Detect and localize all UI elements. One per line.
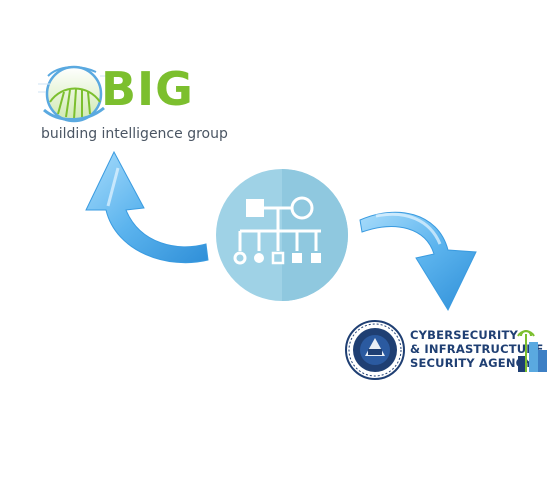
cisa-skyline-icon — [517, 330, 547, 372]
cisa-seal-icon — [345, 320, 405, 380]
cisa-line-3: SECURITY AGENCY — [410, 356, 533, 370]
cisa-line-2: & INFRASTRUCTURE — [410, 342, 544, 356]
family-tree-icon — [216, 169, 348, 301]
cisa-wordmark: CYBERSECURITY & INFRASTRUCTURE SECURITY … — [410, 328, 543, 370]
arrow-up-left-icon — [85, 150, 209, 264]
cisa-line-1: CYBERSECURITY — [410, 328, 519, 342]
arrow-down-right-icon — [359, 211, 477, 312]
big-logo-emblem — [38, 65, 110, 123]
big-tagline: building intelligence group — [41, 126, 228, 142]
big-brand-text: BIG — [101, 62, 194, 116]
